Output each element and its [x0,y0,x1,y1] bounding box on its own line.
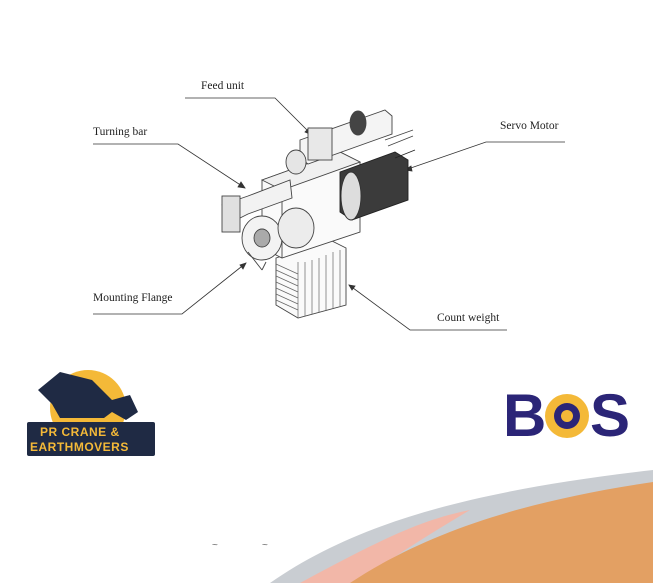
label-feed-unit: Feed unit [201,80,245,92]
count-weight-leader [348,284,507,331]
turning-bar-leader [93,143,246,189]
bos-letter-b: B [503,382,547,449]
mounting-flange-leader [93,262,247,315]
label-count-weight: Count weight [437,312,500,324]
label-mounting-flange: Mounting Flange [93,292,173,304]
svg-text:~: ~ [212,540,218,551]
bos-letter-s: S [590,382,631,449]
label-turning-bar: Turning bar [93,126,148,138]
label-servo-motor: Servo Motor [500,120,559,132]
feed-unit-leader [185,97,313,136]
machine-drawing [221,109,416,319]
pr-crane-line2: EARTHMOVERS [30,440,129,454]
pr-crane-line1: PR CRANE & [40,425,120,439]
servo-motor-leader [404,141,565,171]
svg-text:~: ~ [262,540,268,551]
